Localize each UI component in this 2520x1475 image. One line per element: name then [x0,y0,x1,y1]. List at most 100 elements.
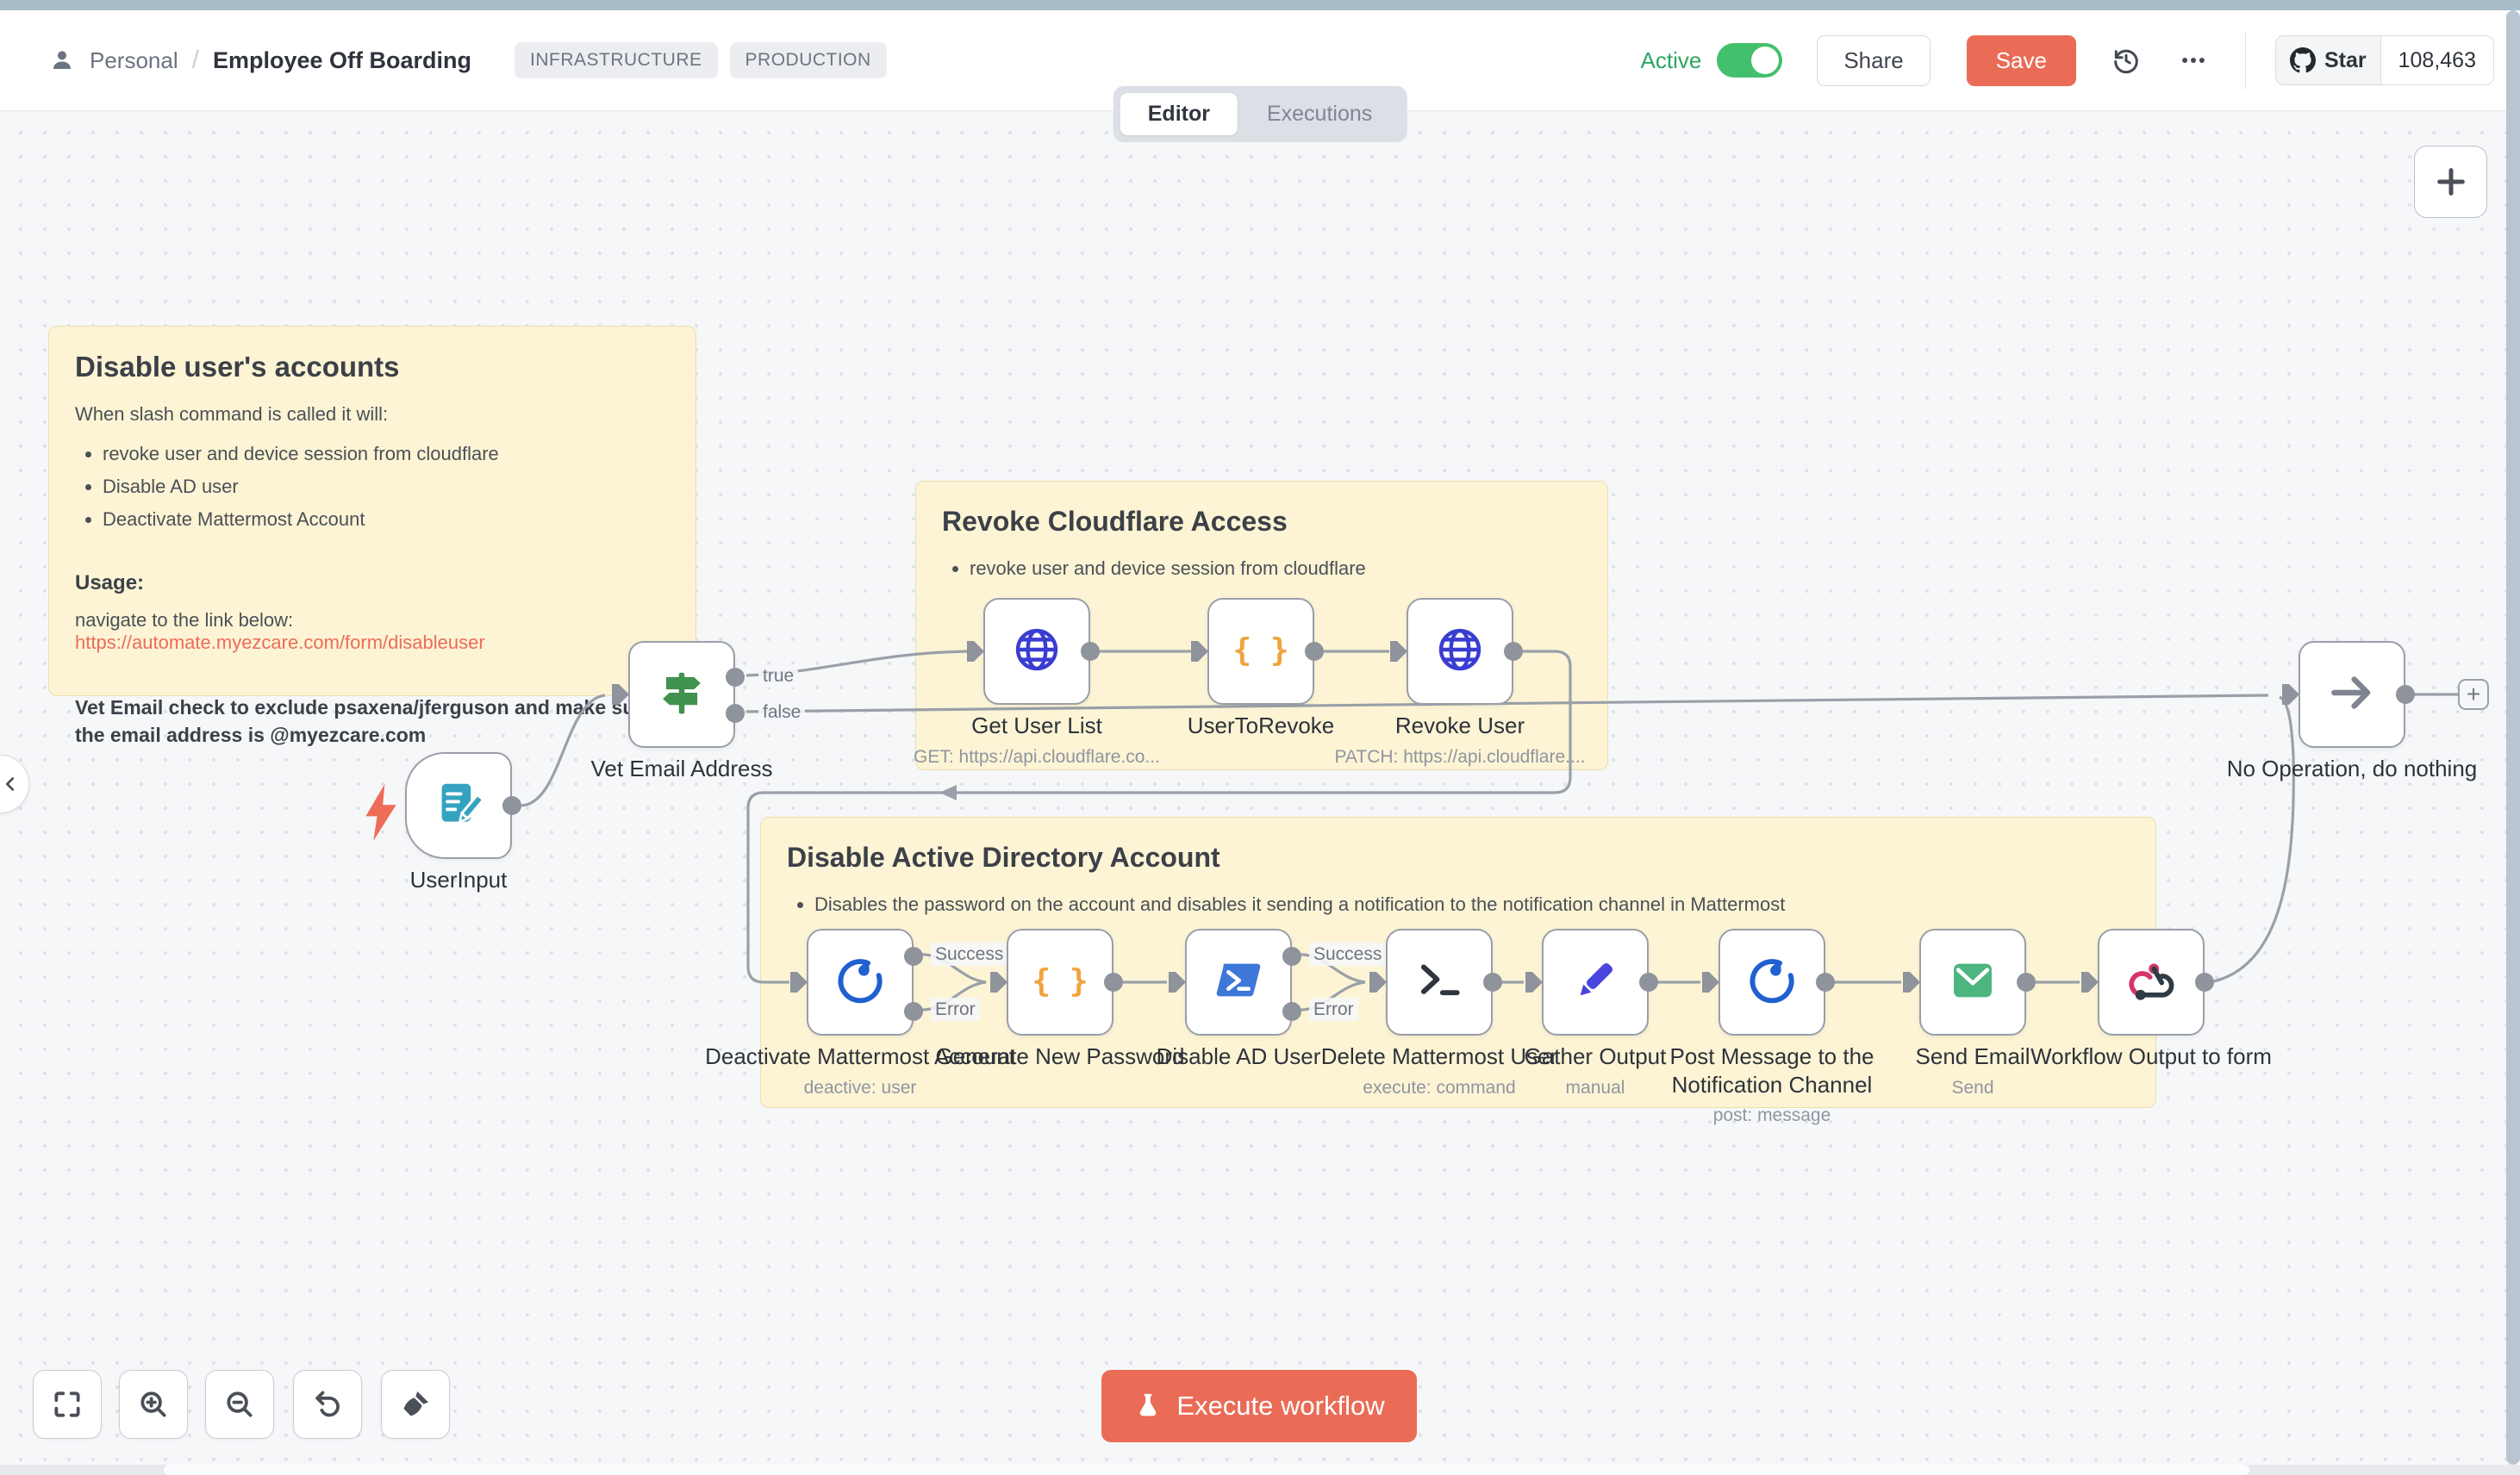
sticky-title: Disable user's accounts [75,351,400,383]
output-connector[interactable] [1305,642,1324,661]
reset-zoom-button[interactable] [293,1370,362,1439]
output-connector[interactable] [1816,973,1835,992]
breadcrumb-separator: / [191,46,199,74]
sticky-bullet: revoke user and device session from clou… [103,440,670,468]
svg-text:{ }: { } [1234,631,1288,668]
zoom-in-icon [140,1391,166,1417]
output-connector[interactable] [502,796,521,815]
input-connector[interactable] [2282,684,2299,705]
history-icon[interactable] [2109,43,2143,78]
usage-link[interactable]: https://automate.myezcare.com/form/disab… [75,631,485,653]
output-connector-success[interactable] [1282,947,1301,966]
person-icon [48,43,76,78]
usage-line: navigate to the link below: https://auto… [75,609,670,654]
form-icon [432,777,485,835]
output-connector[interactable] [1081,642,1100,661]
zoom-to-fit-button[interactable] [33,1370,102,1439]
output-connector-success[interactable] [904,947,923,966]
flask-icon [1140,1393,1157,1416]
globe-icon [1010,623,1064,681]
save-button[interactable]: Save [1966,34,2076,86]
chevron-left-icon [5,777,15,791]
vertical-scrollbar[interactable] [2506,10,2520,1465]
sticky-bullets: revoke user and device session from clou… [949,555,1581,582]
node-workflow-output[interactable]: Workflow Output to form [2030,929,2272,1069]
wire-label-false: false [758,700,806,724]
active-label: Active [1640,47,1702,73]
fit-view-icon [54,1391,80,1417]
signpost-icon [655,666,708,724]
workflow-title[interactable]: Employee Off Boarding [212,47,472,73]
node-no-operation[interactable]: No Operation, do nothing [2227,641,2477,781]
svg-text:{ }: { } [1033,962,1087,999]
execute-workflow-button[interactable]: Execute workflow [1101,1370,1417,1442]
node-label: Vet Email Address [590,756,773,781]
terminal-icon [1413,954,1466,1011]
node-userinput[interactable]: UserInput [405,752,521,893]
node-disable-ad-user[interactable]: Disable AD User [1157,929,1320,1069]
output-connector-true[interactable] [726,668,745,687]
tab-editor[interactable]: Editor [1120,93,1238,135]
output-connector-error[interactable] [1282,1002,1301,1021]
tag-list: INFRASTRUCTURE PRODUCTION [515,42,887,78]
pencil-icon [1569,954,1622,1011]
tag-infrastructure[interactable]: INFRASTRUCTURE [515,42,718,78]
share-button[interactable]: Share [1817,34,1931,86]
node-usertorevoke[interactable]: { } UserToRevoke [1188,598,1334,738]
horizontal-scrollbar-track[interactable] [0,1465,2520,1475]
top-scroll-strip [0,0,2520,10]
add-node-endpoint-button[interactable]: + [2458,679,2489,710]
output-connector-false[interactable] [726,704,745,723]
sticky-bullet: Disable AD user [103,473,670,501]
output-connector-error[interactable] [904,1002,923,1021]
tag-production[interactable]: PRODUCTION [729,42,887,78]
webhook-icon [2124,954,2178,1011]
trigger-bolt-icon [362,784,400,845]
tab-executions[interactable]: Executions [1266,102,1373,126]
output-connector[interactable] [1104,973,1123,992]
sticky-bullets: revoke user and device session from clou… [82,440,670,533]
add-node-button[interactable] [2414,146,2487,218]
sticky-bullet: Deactivate Mattermost Account [103,506,670,533]
node-post-message[interactable]: Post Message to the Notification Channel… [1669,929,1874,1125]
github-star-count[interactable]: 108,463 [2380,36,2493,84]
output-connector[interactable] [2195,973,2214,992]
envelope-icon [1946,954,1999,1011]
usage-text: navigate to the link below: [75,608,294,631]
github-star-widget[interactable]: Star 108,463 [2274,35,2494,85]
toggle-knob [1751,47,1780,74]
usage-label: Usage: [75,570,145,594]
output-connector[interactable] [2396,685,2415,704]
horizontal-scrollbar-thumb[interactable] [164,1465,2249,1475]
zoom-in-button[interactable] [119,1370,188,1439]
output-connector[interactable] [1483,973,1502,992]
node-vet-email-address[interactable]: Vet Email Address [591,641,773,781]
github-star-button[interactable]: Star [2275,36,2381,84]
active-toggle[interactable] [1717,43,1783,78]
collapse-panel-button[interactable] [0,755,29,813]
workflow-canvas[interactable]: Disable user's accounts When slash comma… [0,110,2520,1475]
sticky-bullet: Disables the password on the account and… [814,891,2130,918]
tidy-up-button[interactable] [381,1370,450,1439]
sticky-title: Disable Active Directory Account [787,842,1220,873]
sticky-disable-accounts[interactable]: Disable user's accounts When slash comma… [48,326,696,746]
mattermost-icon [1745,954,1799,1011]
node-generate-new-password[interactable]: { } Generate New Password [935,929,1185,1069]
output-connector[interactable] [1504,642,1523,661]
breadcrumb-project[interactable]: Personal [90,47,178,73]
zoom-out-button[interactable] [205,1370,274,1439]
output-connector[interactable] [2017,973,2036,992]
execute-workflow-label: Execute workflow [1176,1391,1385,1421]
more-options-icon[interactable] [2176,43,2211,78]
node-label: No Operation, do nothing [2226,756,2478,781]
sticky-intro: When slash command is called it will: [75,403,389,425]
node-label: UserInput [409,867,508,893]
wire-label-true: true [758,664,799,688]
output-connector[interactable] [1639,973,1658,992]
